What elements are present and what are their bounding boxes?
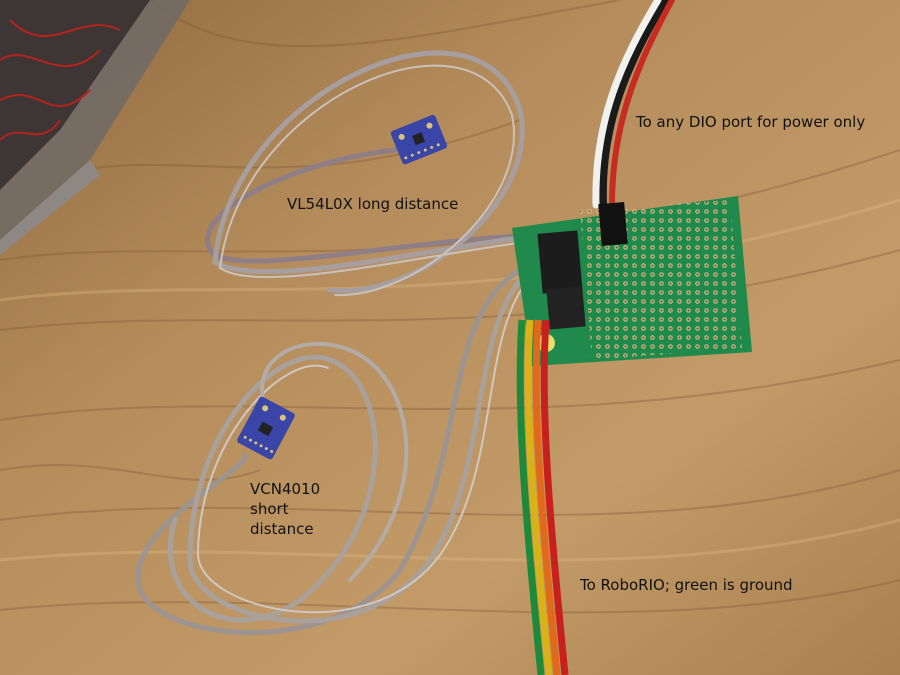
label-dio-power: To any DIO port for power only (636, 113, 866, 131)
perfboard (512, 196, 752, 366)
vl54l0x-cable (205, 50, 543, 297)
label-roborio: To RoboRIO; green is ground (580, 576, 793, 594)
vcn4010-cable (135, 267, 529, 635)
dio-power-cable (592, 0, 675, 209)
vl54l0x-sensor (390, 114, 448, 165)
vcn4010-sensor (237, 396, 295, 460)
label-vl54l0x: VL54L0X long distance (287, 195, 459, 213)
parts-bin (0, 0, 190, 255)
roborio-ribbon-cable (516, 319, 569, 675)
label-vcn4010: VCN4010 short distance (250, 480, 321, 538)
